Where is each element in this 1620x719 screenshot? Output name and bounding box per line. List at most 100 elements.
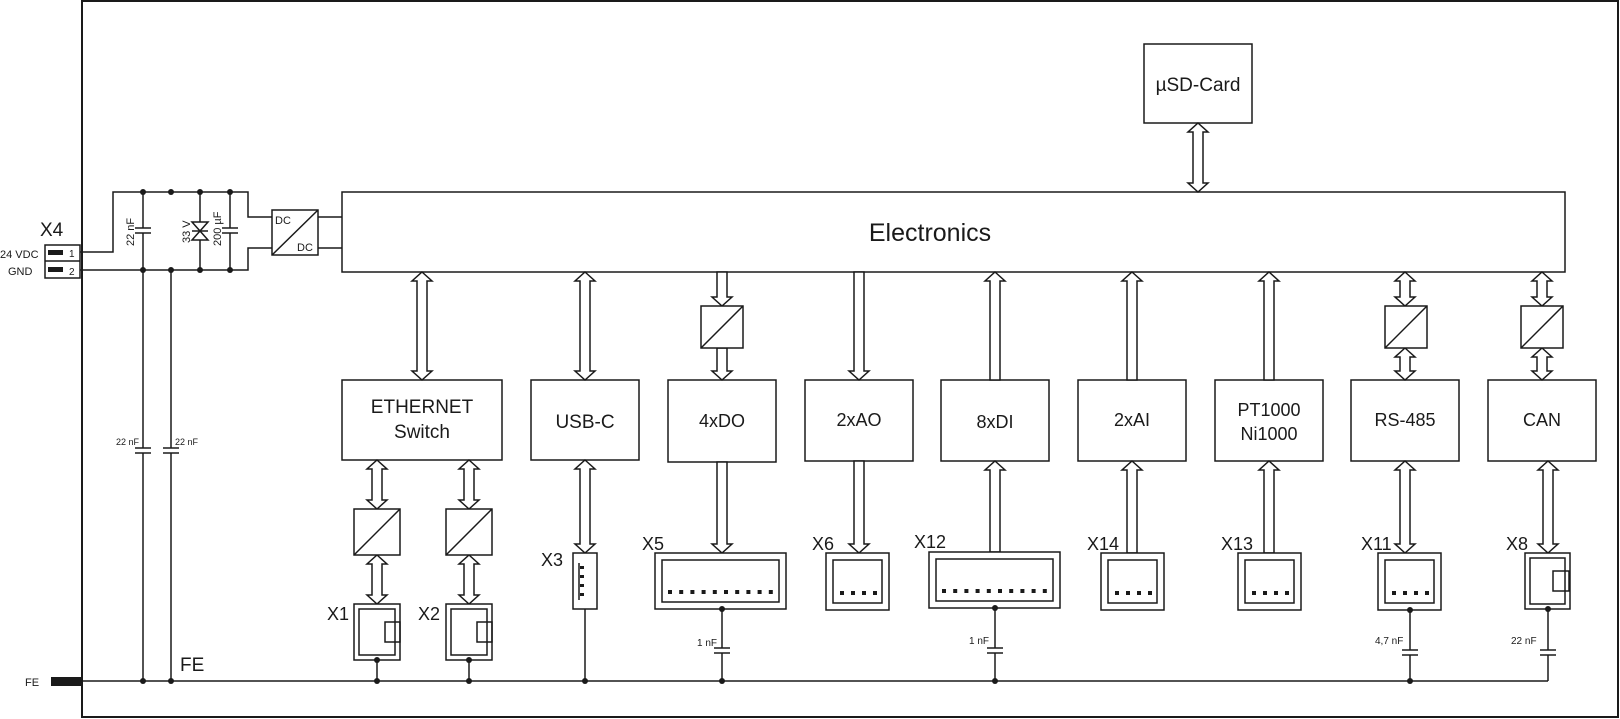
arrow-x2-top [457, 458, 481, 511]
dcdc-in-label: DC [275, 215, 291, 227]
x11-pin [1392, 591, 1396, 595]
fe-terminal [51, 677, 82, 686]
cap-x12-label: 1 nF [969, 636, 989, 647]
electronics-block [341, 191, 1566, 273]
x12-pin [975, 589, 980, 593]
x6-pin [840, 591, 844, 595]
cap-x8-label: 22 nF [1511, 636, 1537, 647]
arrow-2xai [1120, 270, 1144, 381]
x13-pin [1252, 591, 1256, 595]
connector-x11 [1377, 552, 1442, 611]
connector-x1-label: X1 [327, 604, 349, 624]
arrow-can-bottom [1530, 346, 1554, 382]
electronics-label: Electronics [869, 219, 991, 247]
supply-24vdc-label: 24 VDC [0, 249, 39, 261]
connector-x13-label: X13 [1221, 534, 1253, 554]
cap-fe1-label: 22 nF [116, 437, 140, 447]
x4-label: X4 [40, 220, 64, 241]
diode-33v-label: 33 V [181, 220, 193, 243]
module-pt1000 [1214, 379, 1324, 462]
connector-x13 [1237, 552, 1302, 611]
x5-pin [668, 590, 672, 594]
arrow-usb [573, 270, 597, 382]
x13-pin [1285, 591, 1289, 595]
x5-pin [746, 590, 751, 594]
isolator-x1 [353, 508, 401, 556]
sd-card-label: µSD-Card [1156, 75, 1241, 96]
module-usb-c [530, 379, 640, 461]
arrow-can-top [1530, 270, 1554, 308]
x5-pin [701, 590, 706, 594]
arrow-x1-bottom [365, 553, 389, 606]
x5-pin [735, 590, 740, 594]
x4-pin2: 2 [69, 267, 75, 278]
x12-pin [1031, 589, 1036, 593]
module-ethernet-line2: Switch [394, 422, 450, 443]
module-can-label: CAN [1523, 410, 1561, 430]
dcdc-out-label: DC [297, 242, 313, 254]
x14-pin [1115, 591, 1119, 595]
connector-x14 [1100, 552, 1165, 611]
arrow-x13 [1257, 459, 1281, 554]
arrow-4xdo-top [710, 271, 734, 308]
arrow-x12 [983, 459, 1007, 553]
x6-pin [873, 591, 877, 595]
x4-pin1: 1 [69, 249, 75, 260]
connector-x6 [825, 552, 890, 611]
x11-pin [1414, 591, 1418, 595]
x5-pin [690, 590, 695, 594]
outer-frame [81, 0, 1619, 718]
x11-pin [1403, 591, 1407, 595]
arrow-x5 [710, 461, 734, 555]
connector-x2-label: X2 [418, 604, 440, 624]
cap-fe2-label: 22 nF [175, 437, 199, 447]
module-2xai-label: 2xAI [1114, 410, 1150, 430]
x13-pin [1263, 591, 1267, 595]
x5-pin [724, 590, 728, 594]
x5-pin [712, 590, 717, 594]
connector-x12 [928, 551, 1061, 609]
module-ethernet-switch [341, 379, 503, 461]
arrow-x14 [1120, 459, 1144, 554]
x12-pin [986, 589, 991, 593]
x5-pin [679, 590, 684, 594]
x5-pin [757, 590, 762, 594]
x12-pin [1020, 589, 1025, 593]
fe-left-label: FE [25, 677, 39, 689]
arrow-pt1000 [1257, 270, 1281, 381]
module-8xdi [940, 379, 1050, 462]
x14-pin [1137, 591, 1141, 595]
x14-pin [1126, 591, 1130, 595]
connector-x3 [572, 552, 598, 610]
arrow-8xdi [983, 270, 1007, 381]
connector-x2 [445, 603, 493, 661]
module-rs485-label: RS-485 [1374, 410, 1435, 430]
arrow-2xao [847, 271, 871, 382]
x12-pin [1009, 589, 1014, 593]
isolator-4xdo [700, 305, 744, 349]
fe-label: FE [180, 655, 204, 676]
module-ethernet-line1: ETHERNET [371, 397, 474, 418]
module-rs485 [1350, 379, 1460, 462]
connector-x12-label: X12 [914, 532, 946, 552]
arrow-4xdo-bottom [710, 347, 734, 382]
x12-pin [953, 589, 958, 593]
arrow-x1-top [365, 458, 389, 511]
connector-x3-label: X3 [541, 550, 563, 570]
arrow-rs485-top [1393, 270, 1417, 308]
arrow-ethernet [410, 270, 434, 382]
module-4xdo [667, 379, 777, 463]
cap-22nf-supply-label: 22 nF [125, 218, 137, 246]
x6-pin [851, 591, 855, 595]
connector-x1 [353, 603, 401, 661]
module-4xdo-label: 4xDO [699, 411, 745, 431]
module-usb-c-label: USB-C [555, 412, 614, 433]
module-pt1000-line2: Ni1000 [1240, 424, 1297, 444]
x11-pin [1425, 591, 1429, 595]
module-8xdi-label: 8xDI [976, 412, 1013, 432]
x14-pin [1148, 591, 1152, 595]
arrow-x2-bottom [457, 553, 481, 606]
cap-x11-label: 4,7 nF [1375, 636, 1403, 647]
arrow-x6 [847, 460, 871, 555]
connector-x6-label: X6 [812, 534, 834, 554]
